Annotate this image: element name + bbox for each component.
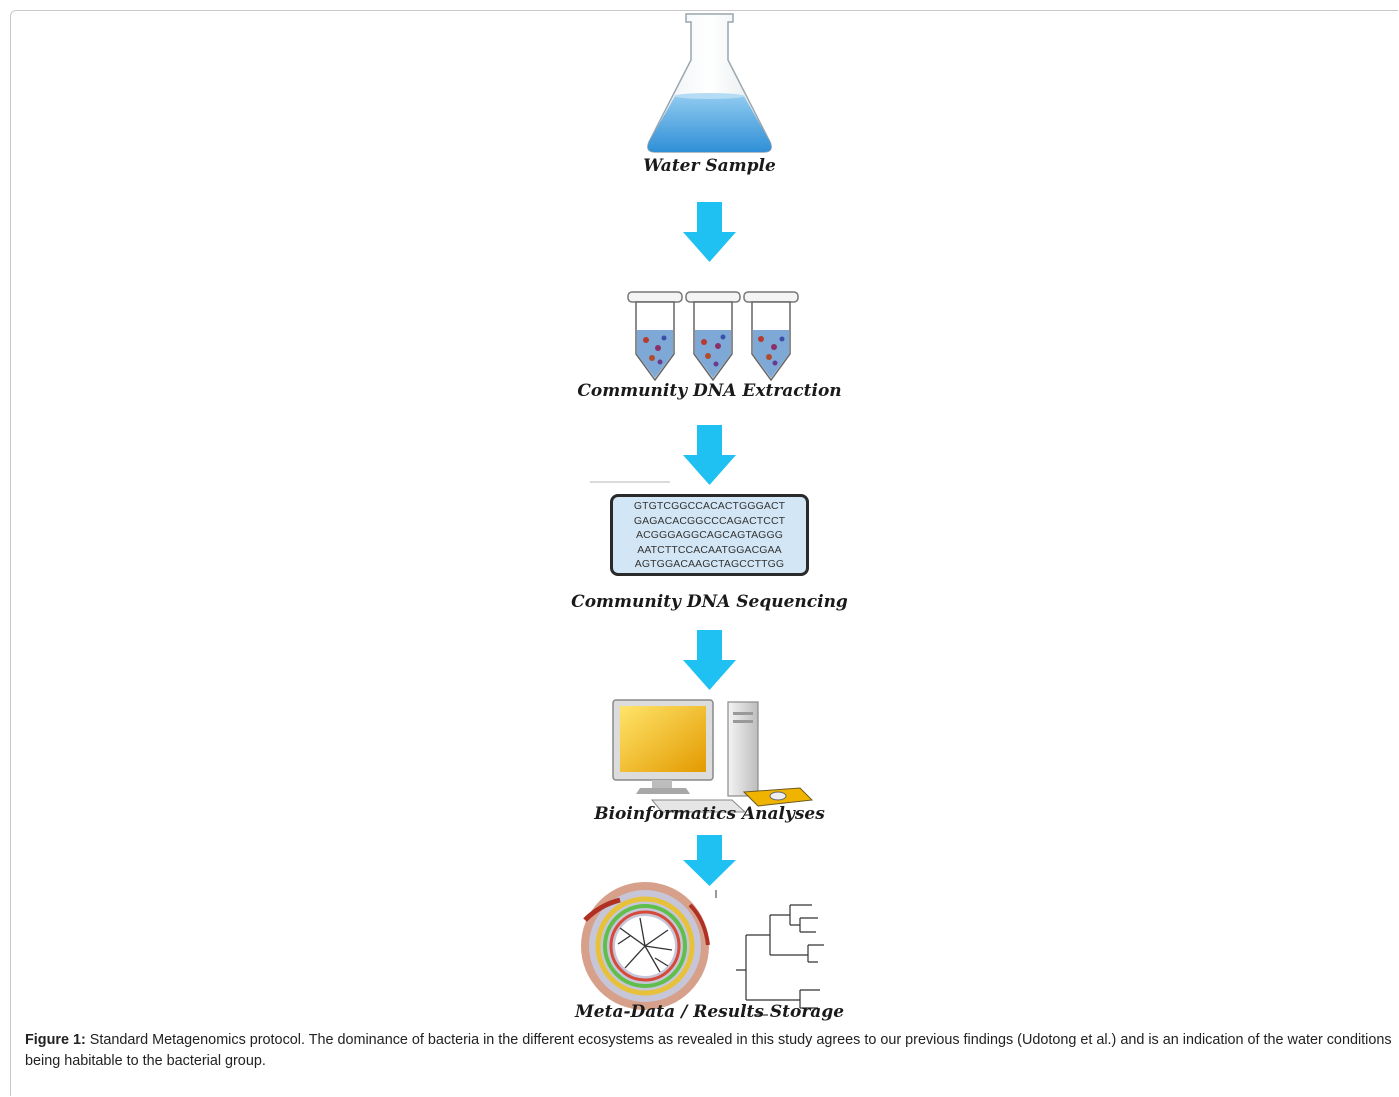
step-label-bioinformatics: Bioinformatics Analyses xyxy=(594,804,825,824)
step-label-dna-extraction: Community DNA Extraction xyxy=(577,381,842,401)
sequence-line: GTGTCGGCCACACTGGGACT xyxy=(633,500,786,512)
step-label-dna-sequencing: Community DNA Sequencing xyxy=(571,592,848,612)
step-label-results-storage: Meta-Data / Results Storage xyxy=(574,1002,845,1022)
sequence-line: GAGACACGGCCCAGACTCCT xyxy=(633,514,786,527)
erlenmeyer-flask-icon xyxy=(647,13,772,153)
desktop-computer-icon xyxy=(612,699,814,813)
circular-phylogeny-icon xyxy=(581,882,710,1010)
arrow-down-icon xyxy=(683,202,736,886)
phylogenetic-tree-icon xyxy=(736,904,824,1016)
microcentrifuge-tubes-icon xyxy=(627,291,799,382)
figure-caption: Figure 1: Standard Metagenomics protocol… xyxy=(25,1030,1395,1072)
step-label-water-sample: Water Sample xyxy=(643,156,776,176)
caption-text: Standard Metagenomics protocol. The domi… xyxy=(25,1032,1392,1069)
sequence-line: ACGGGAGGCAGCAGTAGGG xyxy=(636,529,783,542)
metagenomics-flowchart: Water Sample Community DNA Extraction GT… xyxy=(571,13,848,1022)
figure-frame xyxy=(10,10,1398,1096)
dna-sequence-box: GTGTCGGCCACACTGGGACT GAGACACGGCCCAGACTCC… xyxy=(610,494,809,576)
sequence-line: AGTGGACAAGCTAGCCTTGG xyxy=(634,558,785,571)
sequence-line: AATCTTCCACAATGGACGAA xyxy=(637,543,782,556)
caption-lead: Figure 1: xyxy=(25,1032,86,1048)
